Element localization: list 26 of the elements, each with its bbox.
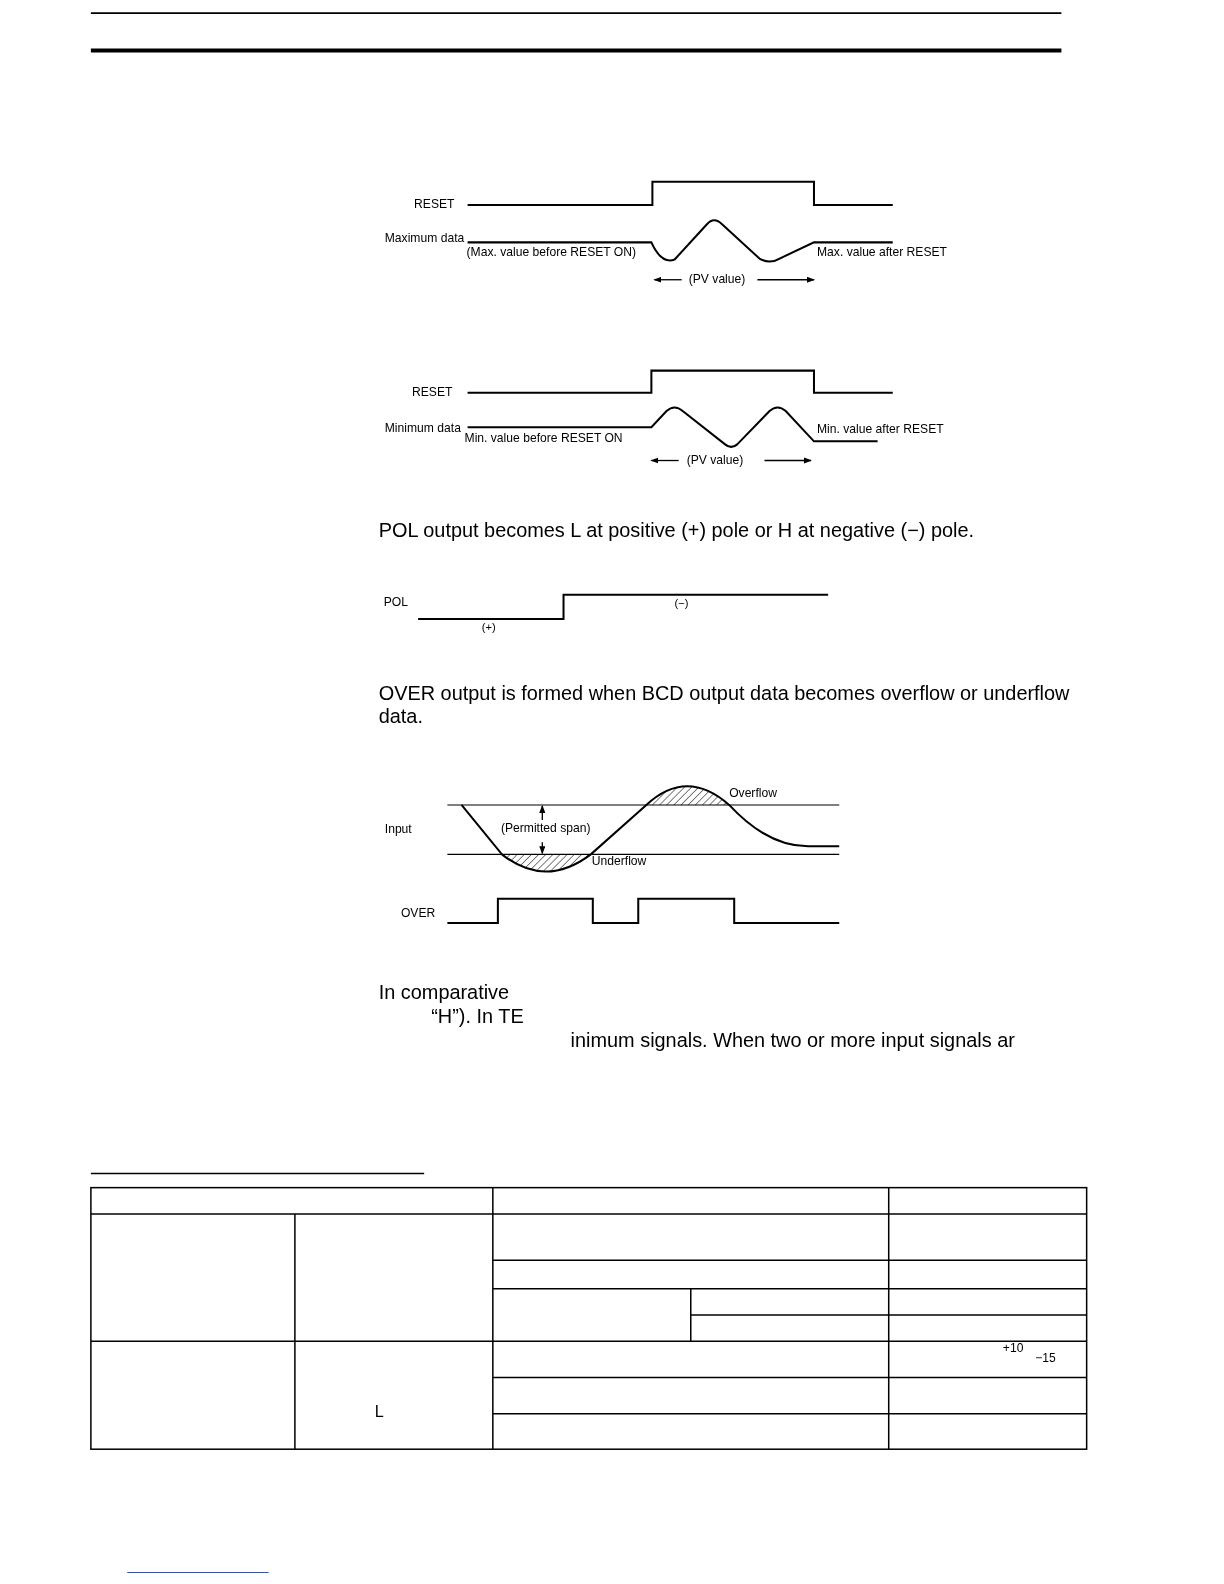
subscript-text: −15 — [1035, 1352, 1056, 1367]
body-text: In comparative — [378, 980, 510, 1004]
table-text: L — [374, 1402, 384, 1422]
body-text: inimum signals. When two or more input signals ar — [570, 1029, 1015, 1052]
waveform-annotation: Min. value after RESET — [817, 423, 944, 438]
waveform-annotation: Underflow — [591, 855, 647, 870]
waveform-annotation: Max. value after RESET — [817, 245, 947, 260]
waveform-annotation: (−) — [674, 596, 689, 610]
signal-label: Input — [384, 823, 412, 837]
signal-label: Minimum data — [384, 422, 461, 437]
waveform-annotation: Overflow — [729, 786, 777, 801]
signal-label: RESET — [414, 197, 455, 212]
body-text: POL output becomes L at positive (+) pole or H at negative (−) pole. — [378, 519, 975, 542]
signal-label: POL — [383, 595, 408, 610]
waveform-annotation: Min. value before RESET ON — [464, 432, 623, 447]
body-text: “H”). In TE — [431, 1004, 524, 1028]
waveform-annotation: (PV value) — [686, 453, 744, 468]
waveform-annotation: (PV value) — [688, 272, 746, 287]
waveform-annotation: (Max. value before RESET ON) — [466, 245, 637, 260]
superscript-text: +10 — [1002, 1342, 1024, 1357]
waveform-annotation: (Permitted span) — [500, 822, 591, 836]
signal-label: RESET — [412, 385, 453, 400]
waveform-annotation: (+) — [481, 621, 496, 634]
signal-label: Maximum data — [384, 232, 465, 247]
body-text: OVER output is formed when BCD output data becomes overflow or underflow data. — [378, 681, 1071, 728]
signal-label: OVER — [400, 906, 436, 921]
